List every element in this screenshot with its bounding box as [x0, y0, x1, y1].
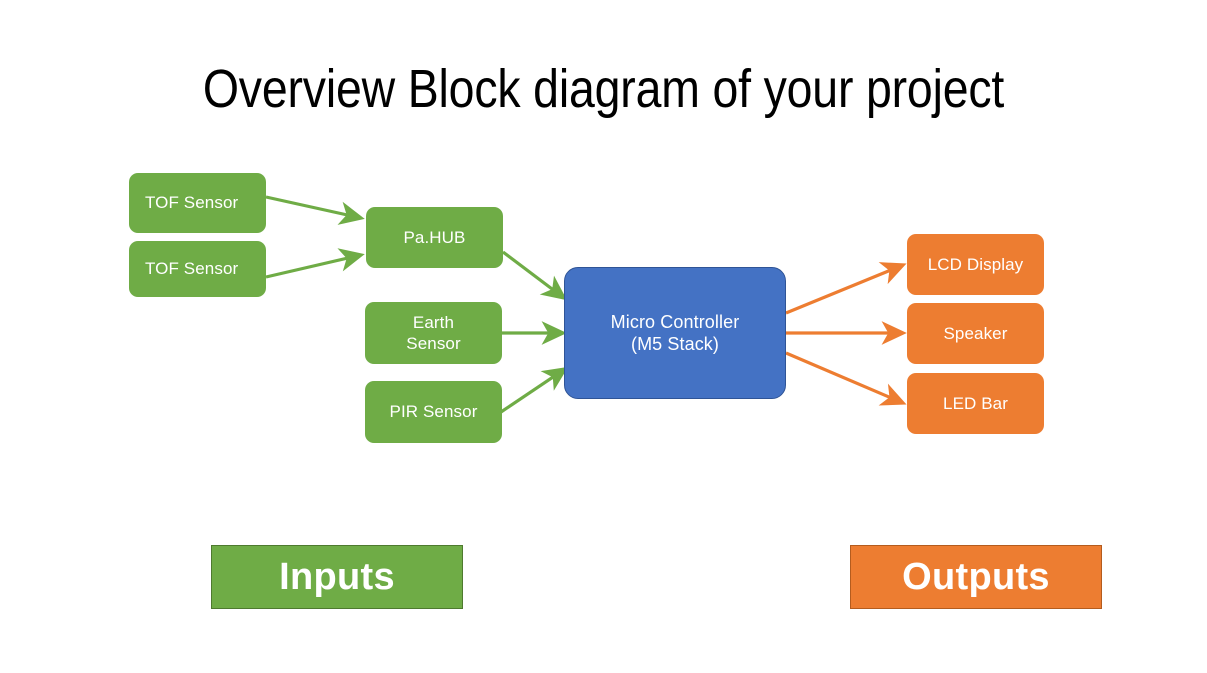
node-micro-controller[interactable]: Micro Controller (M5 Stack) [564, 267, 786, 399]
node-pir-sensor[interactable]: PIR Sensor [365, 381, 502, 443]
node-led-bar[interactable]: LED Bar [907, 373, 1044, 434]
node-label: Micro Controller (M5 Stack) [565, 311, 785, 356]
page-title: Overview Block diagram of your project [202, 59, 1005, 119]
node-speaker[interactable]: Speaker [907, 303, 1044, 364]
wire-pir-to-controller [500, 366, 569, 414]
node-label: Pa.HUB [403, 227, 466, 247]
node-label-line1: Earth [412, 312, 455, 332]
wire-hub-to-controller [502, 250, 568, 301]
node-label: LCD Display [927, 254, 1024, 274]
node-label: LED Bar [943, 393, 1008, 413]
wire-controller-to-lcd [785, 262, 907, 315]
wire-controller-to-ledbar [785, 351, 907, 406]
node-label-line2: Sensor [406, 334, 461, 353]
node-label: PIR Sensor [389, 402, 478, 422]
legend-inputs: Inputs [211, 545, 463, 609]
node-label-line1: Micro Controller [610, 311, 740, 332]
node-tof-sensor-1[interactable]: TOF Sensor [129, 173, 266, 233]
legend-outputs: Outputs [850, 545, 1102, 609]
node-label-line2: (M5 Stack) [630, 334, 719, 354]
node-label: Speaker [943, 323, 1008, 343]
legend-label: Inputs [279, 555, 395, 598]
node-earth-sensor[interactable]: Earth Sensor [365, 302, 502, 364]
node-label: Earth Sensor [365, 312, 502, 355]
node-lcd-display[interactable]: LCD Display [907, 234, 1044, 295]
wire-tof2-to-hub [265, 248, 365, 279]
legend-label: Outputs [902, 555, 1050, 598]
node-label: TOF Sensor [145, 259, 239, 279]
wire-tof1-to-hub [265, 195, 365, 225]
node-pa-hub[interactable]: Pa.HUB [366, 207, 503, 268]
node-tof-sensor-2[interactable]: TOF Sensor [129, 241, 266, 297]
node-label: TOF Sensor [145, 193, 239, 213]
